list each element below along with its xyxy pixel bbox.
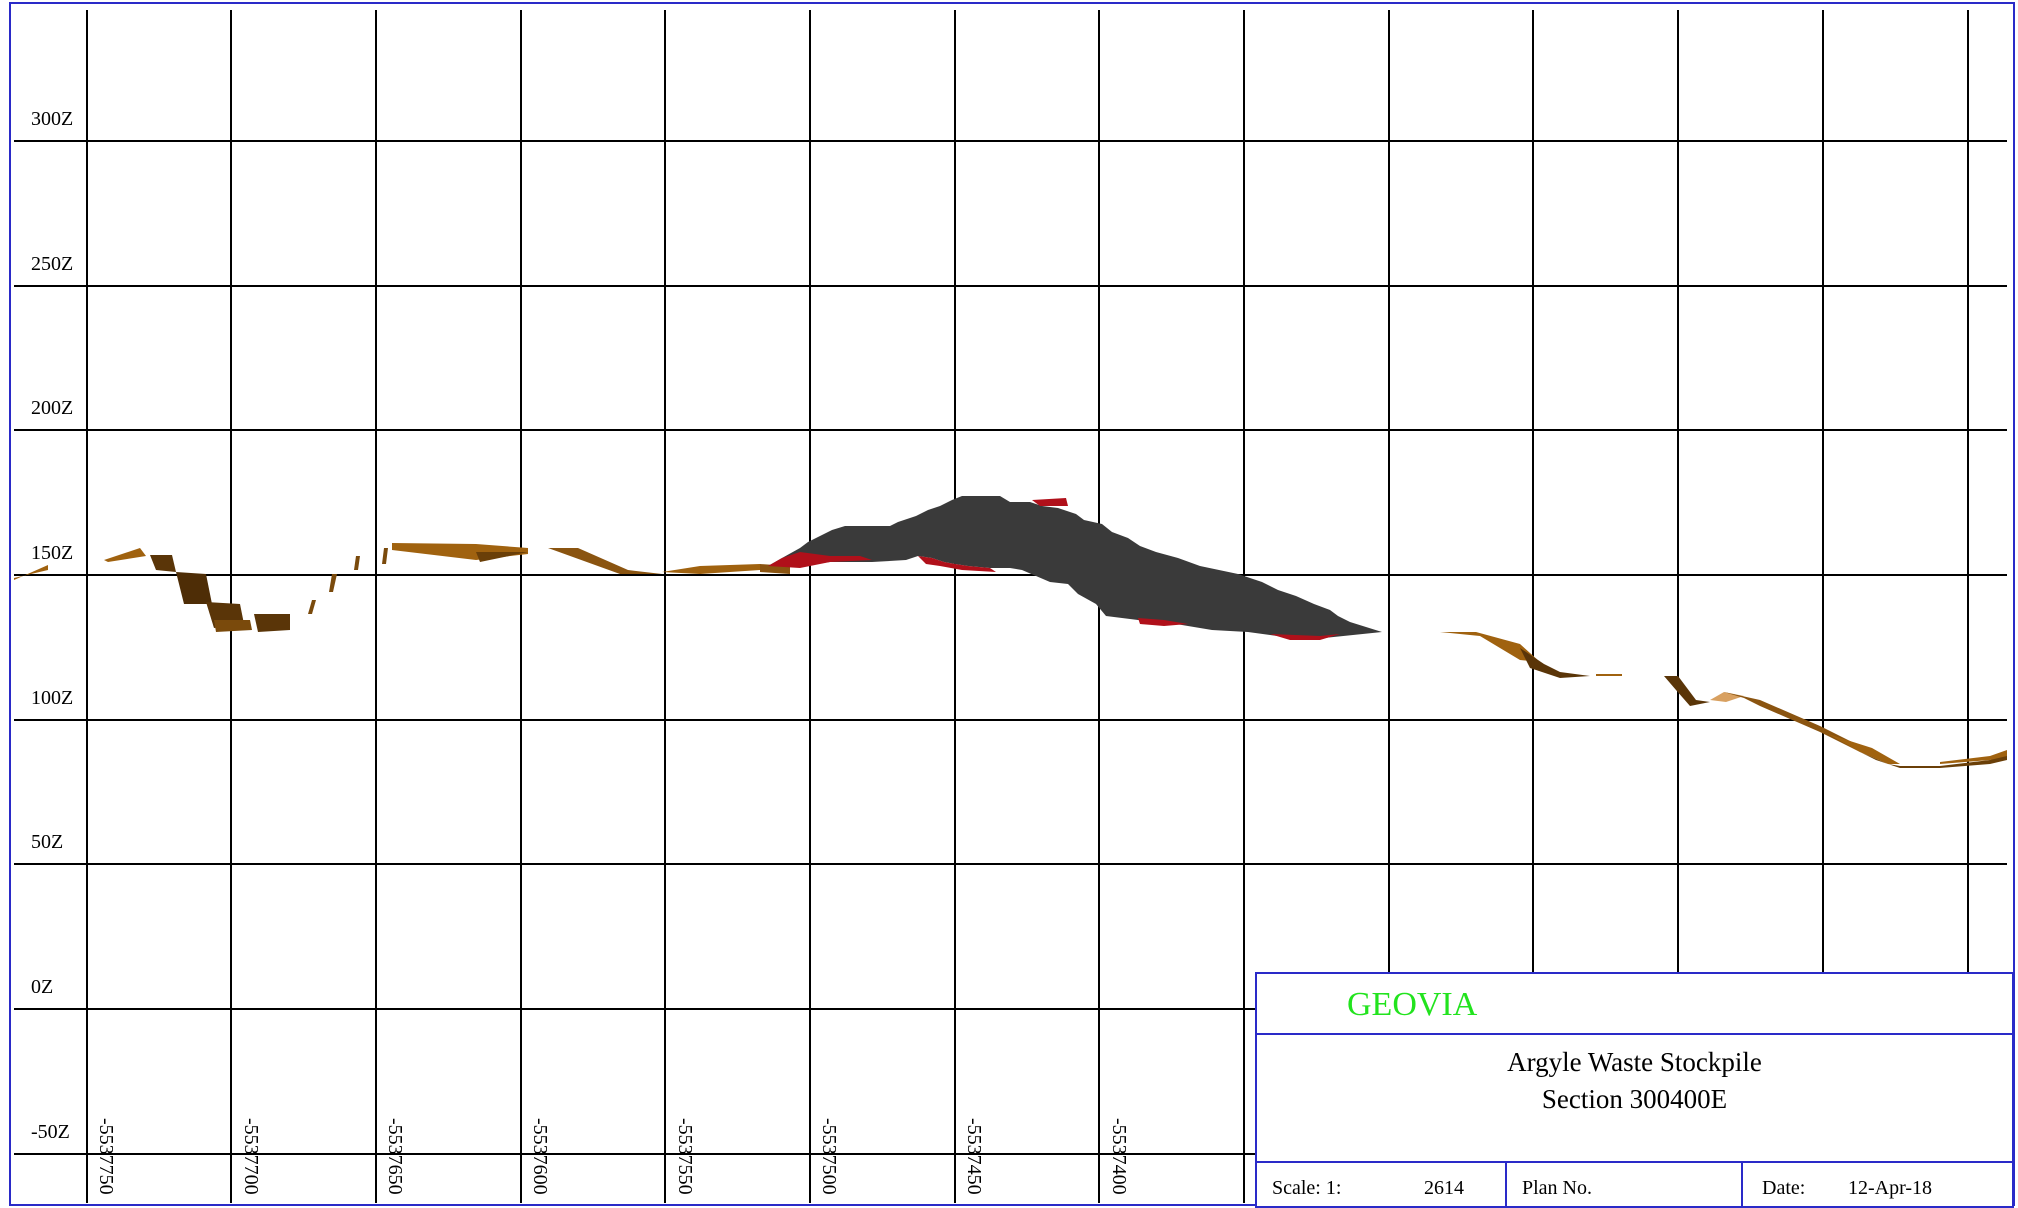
z-label-200: 200Z [31,397,74,419]
title-block [1255,972,2014,1208]
terrain-segment [176,572,212,604]
stockpile-section [768,496,1382,640]
stockpile-body [768,496,1382,638]
date-label: Date: [1762,1177,1806,1199]
terrain-segment [392,543,528,560]
drawing-frame [9,2,2015,1206]
y-label-5537500: -5537500 [818,1118,840,1195]
scale-value: 2614 [1424,1177,1464,1199]
drawing-subtitle: Section 300400E [1541,1084,1728,1114]
y-label-5537750: -5537750 [95,1118,117,1195]
y-label-5537600: -5537600 [529,1118,551,1195]
terrain-segment [1710,692,1744,702]
terrain-segment [1664,676,1710,706]
stockpile-edge [768,552,872,568]
terrain-segment [254,614,290,632]
terrain-segment [104,548,146,562]
terrain-segment [1860,752,2007,768]
terrain-segment [1596,674,1622,676]
terrain-segment [308,600,316,614]
stockpile-edge [1138,618,1188,626]
y-label-5537700: -5537700 [240,1118,262,1195]
scale-label: Scale: 1: [1272,1177,1342,1199]
y-label-5537550: -5537550 [674,1118,696,1195]
stockpile-edge [1032,498,1068,506]
terrain-surface [14,543,2007,768]
terrain-segment [1520,648,1590,678]
terrain-segment [548,548,662,574]
y-label-5537450: -5537450 [963,1118,985,1195]
z-label-100: 100Z [31,687,74,709]
geovia-logo: GEOVIA [1347,986,1478,1023]
terrain-segment [662,564,760,574]
stockpile-edge [1270,634,1340,640]
terrain-segment [1940,750,2007,764]
y-label-5537400: -5537400 [1108,1118,1130,1195]
z-label-minus-50: -50Z [31,1121,70,1143]
terrain-segment [150,555,176,572]
terrain-segment [14,565,48,580]
terrain-segment [329,574,337,592]
terrain-segment [1724,692,1880,758]
stockpile-edge [918,556,996,572]
terrain-segment [1440,632,1540,662]
z-label-0: 0Z [31,976,54,998]
z-label-150: 150Z [31,542,74,564]
z-label-50: 50Z [31,831,64,853]
z-label-300: 300Z [31,108,74,130]
terrain-segment [1828,734,1900,764]
terrain-segment [382,548,388,564]
section-grid [14,10,2007,1203]
terrain-segment [214,620,252,632]
drawing-title: Argyle Waste Stockpile [1507,1047,1762,1077]
y-label-5537650: -5537650 [384,1118,406,1195]
plan-number-label: Plan No. [1522,1177,1592,1199]
terrain-segment [354,556,360,570]
date-value: 12-Apr-18 [1848,1177,1933,1199]
terrain-segment [476,552,528,562]
title-block-frame [1255,972,2014,1208]
z-label-250: 250Z [31,253,74,275]
